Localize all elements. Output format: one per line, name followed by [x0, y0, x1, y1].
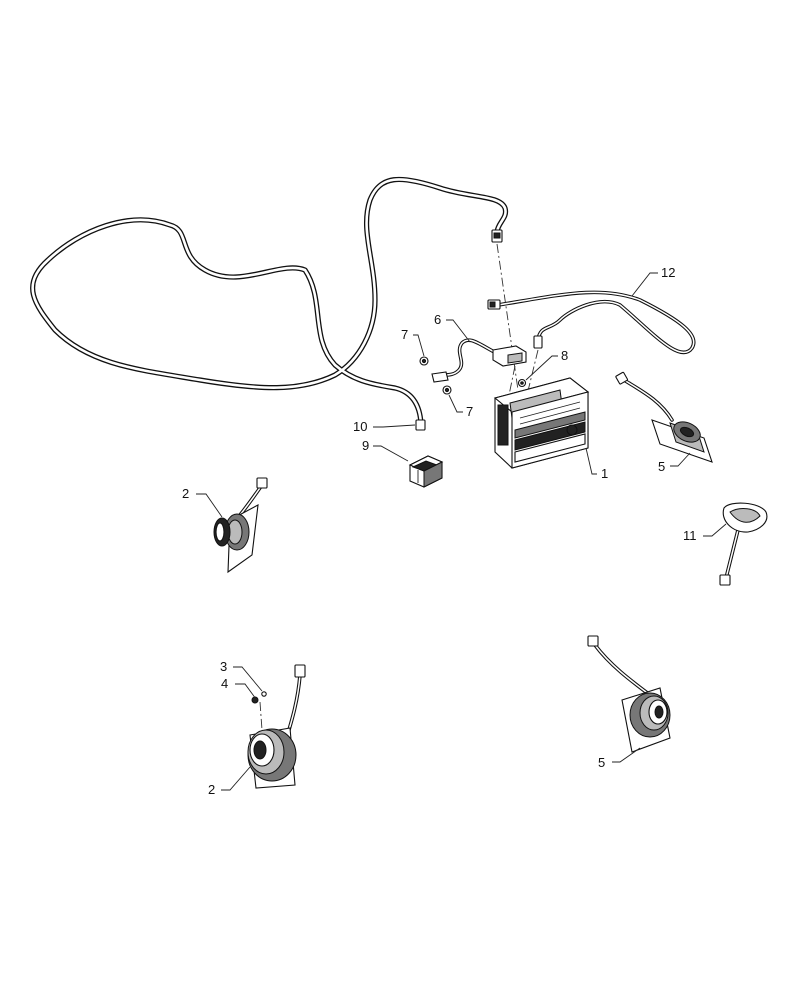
speaker-2-upper [213, 477, 268, 574]
callout-12: 12 [661, 265, 675, 280]
harness-bottom-connector [415, 419, 426, 431]
callout-labels: 1 2 2 3 4 5 5 6 7 7 8 9 10 11 12 [182, 265, 697, 797]
harness-cable [30, 176, 519, 431]
speaker-2-lower [247, 664, 306, 789]
leader-lines [196, 272, 727, 791]
screw-8 [517, 378, 527, 388]
adapter-9 [408, 455, 444, 488]
callout-2-upper: 2 [182, 486, 189, 501]
callout-1: 1 [601, 466, 608, 481]
cable-12 [487, 290, 696, 396]
callout-10: 10 [353, 419, 367, 434]
callout-5-lower: 5 [598, 755, 605, 770]
callout-11: 11 [683, 528, 697, 543]
speaker-5-lower [587, 635, 671, 753]
screw-7-upper [419, 356, 429, 366]
microphone-11 [719, 502, 768, 586]
callout-2-lower: 2 [208, 782, 215, 797]
callout-3: 3 [220, 659, 227, 674]
callout-7-lower: 7 [466, 404, 473, 419]
speaker-5-upper [615, 371, 713, 463]
callout-4: 4 [221, 676, 228, 691]
callout-7-upper: 7 [401, 327, 408, 342]
radio-unit [493, 377, 590, 469]
callout-6: 6 [434, 312, 441, 327]
callout-8: 8 [561, 348, 568, 363]
callout-9: 9 [362, 438, 369, 453]
callout-5-upper: 5 [658, 459, 665, 474]
cable-6 [431, 338, 527, 401]
screw-7-lower [442, 385, 452, 395]
